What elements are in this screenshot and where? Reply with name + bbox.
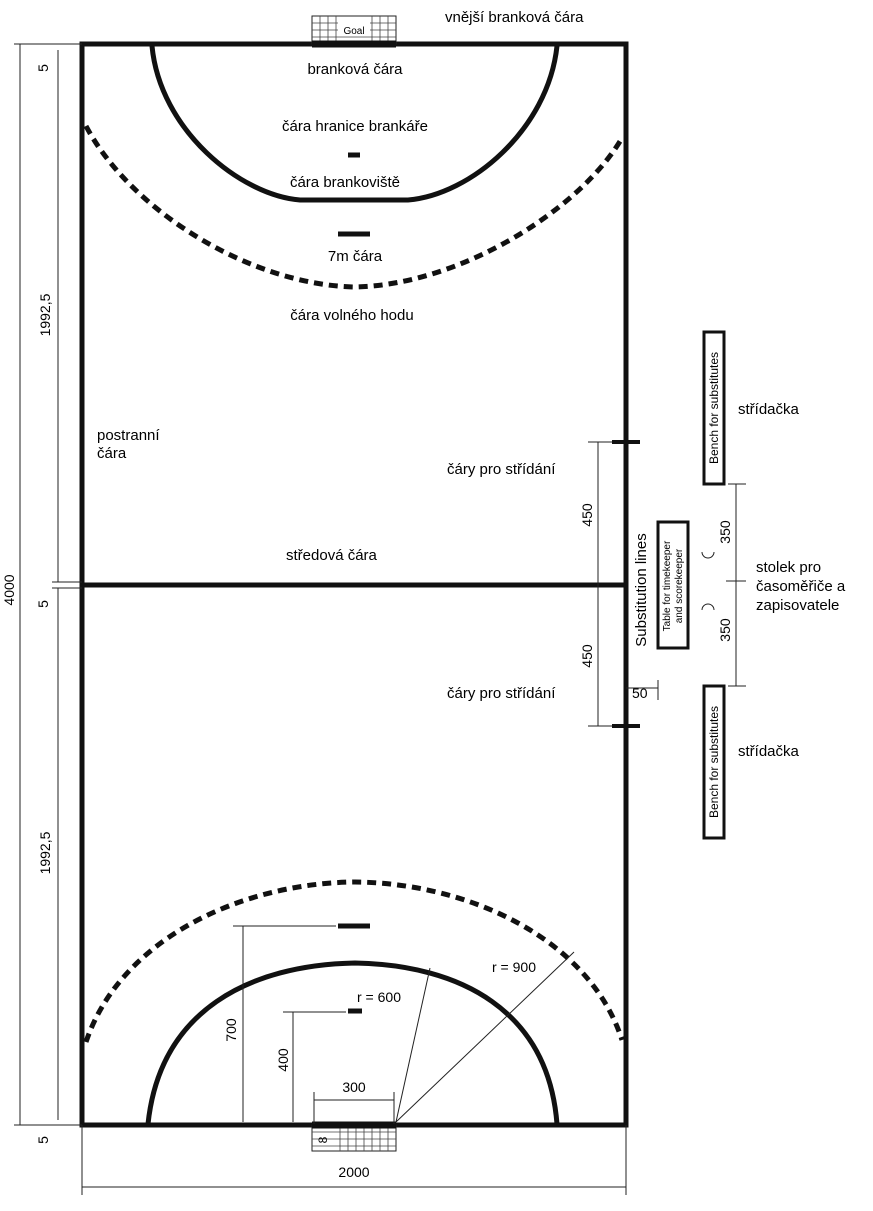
top-goal-area-line <box>149 45 560 203</box>
official-seat-top <box>701 551 715 559</box>
dim-400-label: 400 <box>275 1048 291 1072</box>
bench-top-cz-label: střídačka <box>738 401 800 418</box>
dim-300-label: 300 <box>342 1079 366 1095</box>
dim-5-bottom-label: 5 <box>35 1136 51 1144</box>
bench-bottom-cz-label: střídačka <box>738 743 800 760</box>
substitution-lines-label: Substitution lines <box>633 533 650 646</box>
radius-600-line <box>395 967 431 1123</box>
seven-m-line-label: 7m čára <box>328 248 383 265</box>
timekeeper-table <box>656 520 690 650</box>
dim-700-label: 700 <box>223 1018 239 1042</box>
goal-label: Goal <box>343 26 364 37</box>
bench-bottom <box>702 684 726 840</box>
table-cz-label-3: zapisovatele <box>756 597 839 614</box>
dim-5-top-label: 5 <box>35 64 51 72</box>
goalkeeper-limit-label: čára hranice brankáře <box>282 118 428 135</box>
dim-table-lower-label: 350 <box>717 618 733 642</box>
substitution-lines-bottom-label: čáry pro střídání <box>447 685 556 702</box>
bottom-goal-net-grid <box>312 1125 396 1151</box>
table-cz-label-2: časoměřiče a <box>756 578 846 595</box>
free-throw-line-label: čára volného hodu <box>290 307 413 324</box>
side-line-label-1: postranní <box>97 427 160 444</box>
dim-half-top-label: 1992,5 <box>37 293 53 336</box>
dim-4000-label: 4000 <box>1 574 17 605</box>
dim-half-bottom-label: 1992,5 <box>37 831 53 874</box>
radius-600-label: r = 600 <box>357 989 401 1005</box>
bench-bottom-label: Bench for substitutes <box>707 706 721 818</box>
table-label-2: and scorekeeper <box>674 548 685 623</box>
dim-2000-label: 2000 <box>338 1164 369 1180</box>
dim-sub-lower-label: 450 <box>579 644 595 668</box>
table-label-1: Table for timekeeper <box>662 540 673 631</box>
table-cz-label-1: stolek pro <box>756 559 821 576</box>
substitution-lines-top-label: čáry pro střídání <box>447 461 556 478</box>
bench-top-label: Bench for substitutes <box>707 352 721 464</box>
dim-table-upper-label: 350 <box>717 520 733 544</box>
bottom-goal-area-line <box>145 960 560 1125</box>
radius-900-line <box>395 951 575 1123</box>
dim-sub-upper-label: 450 <box>579 503 595 527</box>
official-seat-bottom <box>701 603 715 611</box>
goal-depth-label: 8 <box>316 1136 330 1143</box>
center-line-label: středová čára <box>286 547 378 564</box>
dim-50-label: 50 <box>632 685 648 701</box>
top-free-throw-line <box>83 124 625 290</box>
side-line-label-2: čára <box>97 445 127 462</box>
dim-5-mid-label: 5 <box>35 600 51 608</box>
goal-area-line-label: čára brankoviště <box>290 174 400 191</box>
outer-goal-line-label: vnější branková čára <box>445 9 584 26</box>
goal-line-label: branková čára <box>307 61 403 78</box>
bottom-free-throw-line <box>83 879 625 1043</box>
radius-900-label: r = 900 <box>492 959 536 975</box>
bench-top <box>702 330 726 486</box>
